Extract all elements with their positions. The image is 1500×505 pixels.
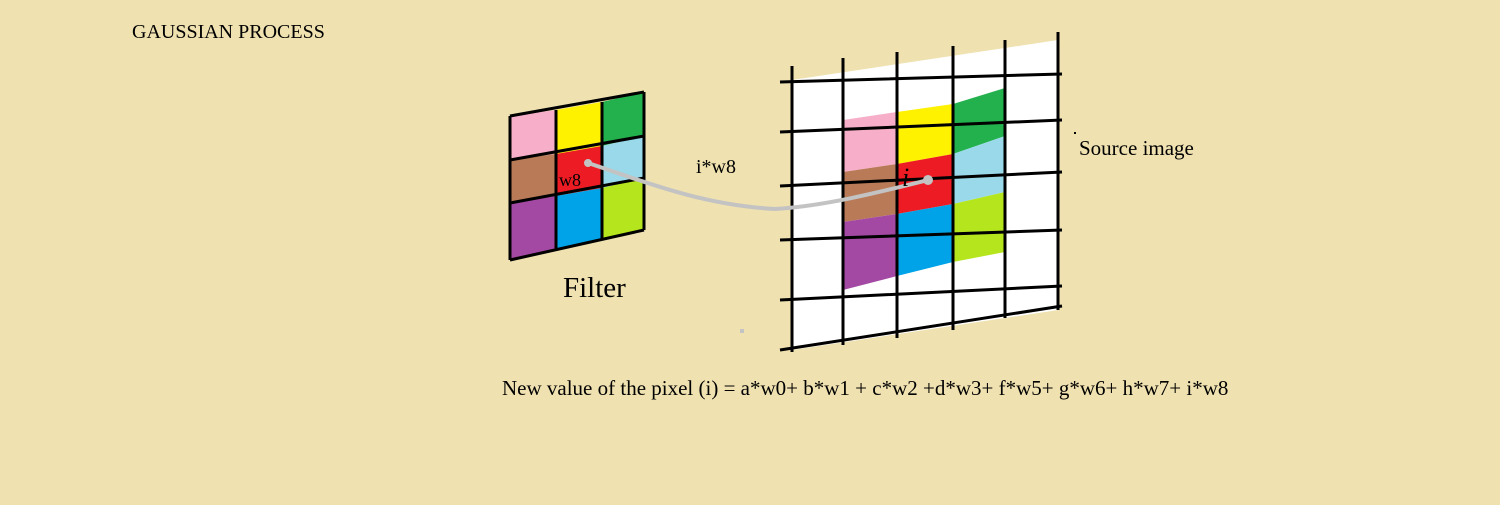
filter-grid-lines (508, 90, 646, 262)
filter-cell (510, 154, 556, 203)
filter-cell (556, 102, 602, 154)
filter-cell (510, 110, 556, 160)
filter-label: Filter (563, 272, 626, 304)
source-cell (897, 104, 953, 164)
filter-cell (602, 178, 644, 240)
page-title: GAUSSIAN PROCESS (132, 21, 325, 43)
filter-cell (510, 196, 556, 260)
pixel-label: i (902, 163, 909, 192)
source-cell (953, 136, 1005, 204)
tick-mark (1074, 132, 1076, 134)
source-cell (953, 192, 1005, 262)
source-cell (843, 214, 897, 290)
source-cell (953, 88, 1005, 154)
source-cell (897, 204, 953, 276)
tick-mark (740, 329, 744, 333)
source-anchor-dot (923, 175, 933, 185)
filter-cell (556, 146, 602, 196)
connector-curve (587, 161, 929, 212)
filter-cell (602, 92, 644, 146)
source-image-label: Source image (1079, 136, 1194, 160)
filter-cell (556, 188, 602, 250)
filter-grid (510, 92, 644, 260)
connector-label: i*w8 (696, 156, 736, 178)
filter-cell (602, 136, 644, 188)
source-grid (792, 40, 1058, 350)
source-cell (843, 112, 897, 172)
formula-text: New value of the pixel (i) = a*w0+ b*w1 … (502, 376, 1229, 400)
weight-label: w8 (559, 170, 581, 190)
filter-anchor-dot (584, 159, 592, 167)
